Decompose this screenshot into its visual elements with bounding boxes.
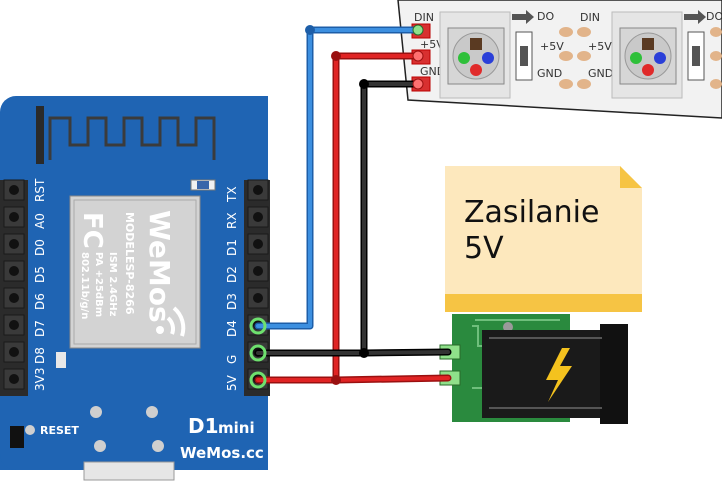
left-pin-label-a0: A0 — [33, 213, 47, 229]
right-pin-label-rx: RX — [225, 212, 239, 229]
left-pin-label-d6: D6 — [33, 293, 47, 310]
module-pa: PA +25dBm — [93, 252, 104, 317]
left-pin-hole-d8 — [9, 347, 19, 357]
right-pin-hole-d1 — [253, 239, 263, 249]
board-name-d1: D1 — [188, 414, 219, 438]
led-chip-1 — [439, 11, 511, 99]
module-ism: ISM 2.4GHz — [107, 252, 118, 317]
left-pin-label-d8: D8 — [33, 347, 47, 364]
wire-red-strip-inner — [256, 54, 420, 382]
wires — [254, 26, 452, 384]
right-pin-label-d3: D3 — [225, 293, 239, 310]
strip-gnd-label: GND — [420, 65, 445, 78]
power-jack-module — [439, 314, 628, 424]
right-pin-hole-tx — [253, 185, 263, 195]
led-strip: DIN +5V GND DO DIN +5V +5V GND GND — [397, 0, 722, 119]
board-site: WeMos.cc — [180, 444, 264, 462]
strip-din-label-2: DIN — [580, 11, 600, 24]
module-model-name: ESP-8266 — [123, 256, 136, 315]
strip-5v-label-3: +5V — [588, 40, 612, 53]
power-note-line2: 5V — [464, 231, 504, 266]
right-pin-label-tx: TX — [225, 186, 239, 203]
left-pin-hole-d6 — [9, 293, 19, 303]
strip-gnd-label-2: GND — [537, 67, 562, 80]
module-wifi: 802.11b/g/n — [79, 252, 90, 319]
left-pin-hole-d5 — [9, 266, 19, 276]
right-pin-hole-d3 — [253, 293, 263, 303]
strip-5v-label-2: +5V — [540, 40, 564, 53]
fcc-logo: FC — [77, 212, 107, 249]
left-pin-hole-d7 — [9, 320, 19, 330]
reset-button[interactable] — [10, 426, 24, 448]
left-pin-hole-a0 — [9, 212, 19, 222]
right-pin-hole-d2 — [253, 266, 263, 276]
module-brand: WeMos — [143, 210, 176, 323]
wire-endpoints — [249, 24, 424, 389]
do-arrow-icon — [512, 10, 534, 24]
strip-gnd-label-3: GND — [588, 67, 613, 80]
left-pin-label-d7: D7 — [33, 320, 47, 337]
right-pin-label-5v: 5V — [225, 374, 239, 391]
right-pin-hole-rx — [253, 212, 263, 222]
strip-do-label-2: DO — [706, 10, 722, 23]
strip-din-label: DIN — [414, 11, 434, 24]
strip-5v-label: +5V — [420, 38, 444, 51]
left-pin-hole-d0 — [9, 239, 19, 249]
right-pin-label-g: G — [225, 355, 239, 364]
wire-blue-data-inner — [256, 28, 420, 328]
right-pin-label-d1: D1 — [225, 239, 239, 256]
right-pin-label-d4: D4 — [225, 320, 239, 337]
do-arrow-icon-2 — [684, 10, 706, 24]
power-note-line1: Zasilanie — [464, 195, 599, 230]
right-pin-label-d2: D2 — [225, 266, 239, 283]
left-pin-hole-rst — [9, 185, 19, 195]
left-pin-label-rst: RST — [33, 178, 47, 202]
left-pin-hole-3v3 — [9, 374, 19, 384]
power-note: Zasilanie 5V — [445, 166, 642, 312]
led-chip-2 — [611, 11, 683, 99]
module-model-label: MODEL — [123, 212, 136, 256]
reset-label: RESET — [40, 424, 79, 437]
lightning-bolt-icon — [546, 348, 572, 402]
board-name-mini: mini — [218, 419, 255, 437]
wire-black-strip-inner — [256, 82, 420, 355]
wire-red-jack-inner — [334, 376, 450, 382]
left-pin-label-d5: D5 — [33, 266, 47, 283]
left-pin-label-d0: D0 — [33, 239, 47, 256]
wemos-d1-mini-board: FC MODEL ESP-8266 ISM 2.4GHz PA +25dBm 8… — [0, 96, 270, 481]
left-pin-label-3v3: 3V3 — [33, 368, 47, 391]
wire-black-jack-inner — [362, 350, 450, 355]
strip-do-label-1: DO — [537, 10, 554, 23]
wifi-icon — [156, 306, 186, 337]
